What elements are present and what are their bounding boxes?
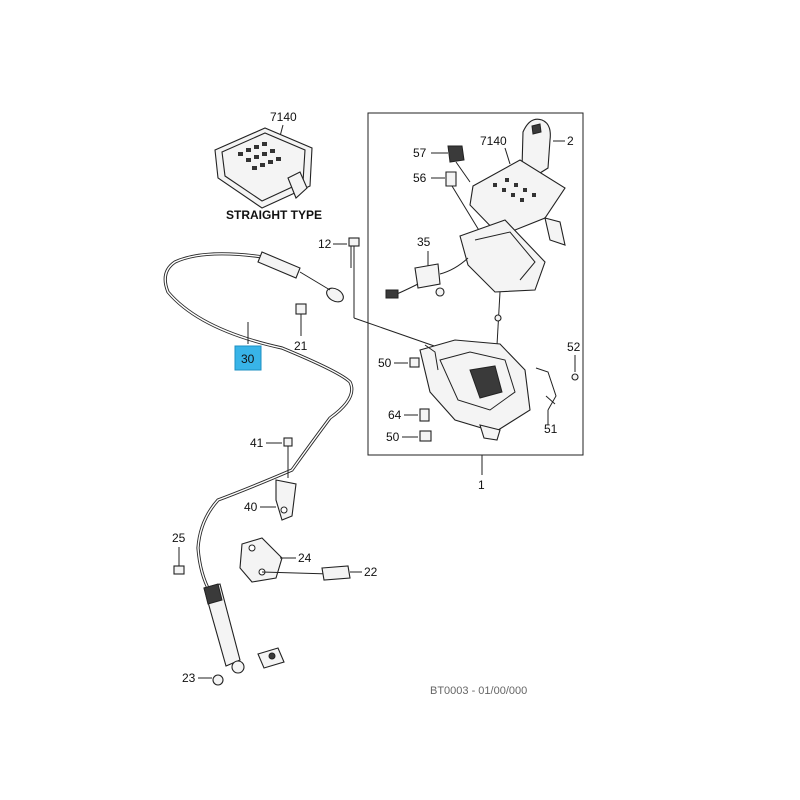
inset-caption: STRAIGHT TYPE [226, 208, 322, 222]
connector-35: 35 [385, 235, 469, 299]
callout-24: 24 [298, 551, 312, 565]
bolt-41: 41 [250, 436, 293, 478]
clip-51: 51 [535, 367, 558, 436]
callout-52: 52 [567, 340, 581, 354]
indicator-panel: 7140 [469, 134, 566, 246]
callout-22: 22 [364, 565, 378, 579]
shift-knob: 2 [521, 118, 574, 179]
callout-50-upper: 50 [378, 356, 392, 370]
bracket-40: 40 [244, 479, 297, 521]
callout-51: 51 [544, 422, 558, 436]
washer-23: 23 [182, 647, 285, 686]
callout-64: 64 [388, 408, 402, 422]
highlight-label: 30 [241, 352, 255, 366]
callout-56: 56 [413, 171, 427, 185]
callout-2: 2 [567, 134, 574, 148]
callout-1: 1 [478, 478, 485, 492]
callout-50-lower: 50 [386, 430, 400, 444]
bolt-12: 12 [318, 237, 441, 349]
callout-35: 35 [417, 235, 431, 249]
upper-housing [459, 219, 546, 346]
footer-code: BT0003 - 01/00/000 [425, 685, 585, 704]
nut-50-upper: 50 [378, 356, 420, 370]
straight-type-inset: 7140 STRAIGHT TYPE [214, 110, 322, 222]
switch-57: 57 [413, 145, 471, 183]
callout-41: 41 [250, 436, 264, 450]
callout-57: 57 [413, 146, 427, 160]
highlight-box[interactable] [234, 345, 262, 371]
inset-part-number: 7140 [270, 110, 297, 124]
callout-25: 25 [172, 531, 186, 545]
bolt-25: 25 [172, 531, 186, 575]
bracket-24: 24 [239, 537, 312, 583]
highlight-badge-30[interactable]: 30 [234, 322, 262, 371]
callout-40: 40 [244, 500, 258, 514]
callout-23: 23 [182, 671, 196, 685]
shift-cable [163, 251, 354, 674]
base-assembly [419, 339, 531, 441]
pin-52: 52 [567, 340, 581, 381]
nut-21: 21 [294, 303, 308, 353]
clip-22: 22 [261, 565, 378, 581]
spring-56: 56 [413, 171, 481, 233]
callout-21: 21 [294, 339, 308, 353]
bushing-64: 64 [388, 408, 430, 422]
shifter-assembly-box [367, 112, 584, 456]
callout-12: 12 [318, 237, 332, 251]
callout-7140: 7140 [480, 134, 507, 148]
nut-50-lower: 50 [386, 430, 432, 444]
